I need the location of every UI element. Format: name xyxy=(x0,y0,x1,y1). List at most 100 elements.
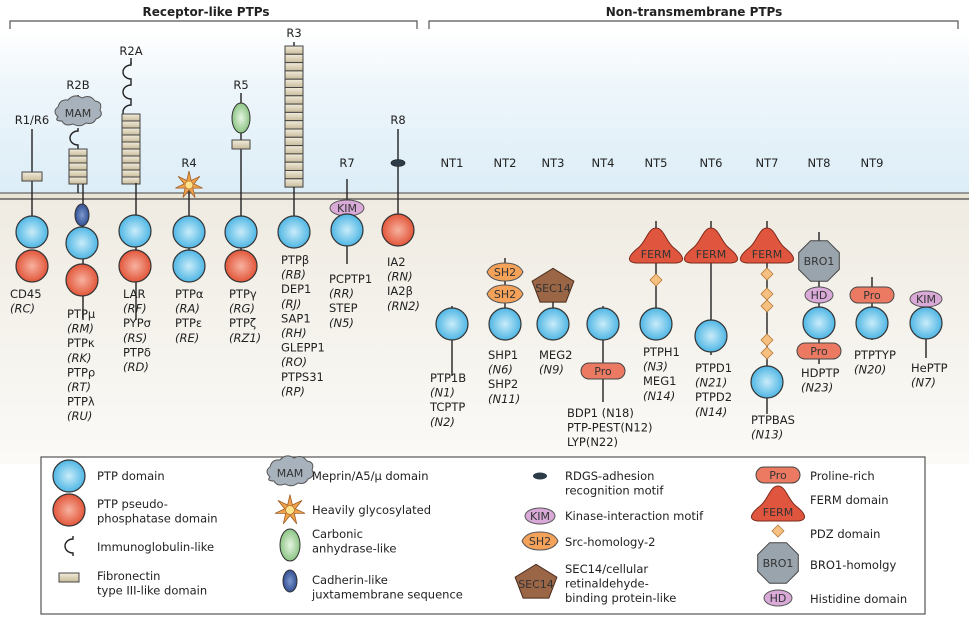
legend-label: Proline-rich xyxy=(810,469,875,483)
protein-name: (RD) xyxy=(123,360,149,374)
protein-name: (N14) xyxy=(695,405,727,419)
proline-rich-icon: Pro xyxy=(849,286,895,304)
family-label: R3 xyxy=(286,26,301,40)
sh2-domain-icon: SH2 xyxy=(486,262,524,282)
ptp-domain-icon xyxy=(15,215,49,249)
bracket-non-transmembrane xyxy=(428,20,959,29)
protein-name: HePTP xyxy=(911,361,948,375)
ptp-domain-icon xyxy=(330,213,364,247)
fibronectin-domain-icon xyxy=(68,162,88,171)
protein-name: PTPD2 xyxy=(695,390,732,404)
legend-label: Src-homology-2 xyxy=(565,535,655,549)
mam-domain-icon: MAM xyxy=(266,455,314,487)
legend-item-pseudo: PTP pseudo-phosphatase domain xyxy=(52,493,218,527)
mam-label: MAM xyxy=(65,107,92,120)
hd-shape xyxy=(763,589,793,607)
protein-names: PTPBAS(N13) xyxy=(751,413,795,442)
ferm-domain-icon: FERM xyxy=(629,227,683,264)
protein-name: MEG1 xyxy=(643,374,676,388)
protein-name: DEP1 xyxy=(281,282,311,296)
family-label: NT9 xyxy=(861,156,884,170)
histidine-domain-icon: HD xyxy=(763,589,793,607)
family-label: NT2 xyxy=(494,156,517,170)
fibronectin-domain-icon xyxy=(284,153,304,163)
protein-names: PTPH1(N3)MEG1(N14) xyxy=(643,345,680,403)
protein-name: (RR) xyxy=(329,287,354,301)
protein-name: PTP1B xyxy=(430,371,466,385)
proline-rich-icon: Pro xyxy=(755,466,801,484)
protein-name: LAR xyxy=(123,287,146,301)
protein-names: HDPTP(N23) xyxy=(801,366,839,395)
ptp-domain-icon xyxy=(855,306,889,340)
ptp-domain-icon xyxy=(802,306,836,340)
protein-name: (N2) xyxy=(430,415,455,429)
pro-shape xyxy=(849,286,895,304)
fibronectin-domain-icon xyxy=(68,176,88,185)
hd-shape xyxy=(804,286,834,304)
protein-name: PTPα xyxy=(175,287,204,301)
bro1-label: BRO1 xyxy=(763,557,794,570)
rdgs-motif-icon xyxy=(533,472,547,480)
family-label: R4 xyxy=(181,156,196,170)
protein-names: PTPD1(N21)PTPD2(N14) xyxy=(695,361,732,419)
legend-label: anhydrase-like xyxy=(312,542,396,556)
protein-name: PYPσ xyxy=(123,316,151,330)
legend-item-pro: Pro Proline-rich xyxy=(755,466,875,484)
glycosylation-icon xyxy=(175,170,203,198)
protein-name: (N13) xyxy=(751,428,783,442)
pseudophosphatase-domain-icon xyxy=(381,213,415,247)
ferm-label: FERM xyxy=(752,248,782,261)
kim-motif-icon: KIM xyxy=(909,290,943,308)
protein-name: (N20) xyxy=(854,363,886,377)
protein-name: CD45 xyxy=(10,287,42,301)
sh2-shape xyxy=(486,284,524,304)
ferm-shape xyxy=(629,227,683,264)
legend-label: Cadherin-like xyxy=(312,573,388,587)
fibronectin-domain-icon xyxy=(284,103,304,113)
ferm-domain-icon: FERM xyxy=(740,227,794,264)
protein-names: LAR(RF)PYPσ(RS)PTPδ(RD) xyxy=(123,287,151,374)
protein-name: PTPS31 xyxy=(281,370,324,384)
sec14-label: SEC14 xyxy=(535,282,571,295)
fibronectin-domain-icon xyxy=(68,148,88,157)
ptp-domain-icon xyxy=(435,307,469,341)
protein-name: LYP(N22) xyxy=(567,435,618,449)
legend-item-glyco: Heavily glycosylated xyxy=(274,494,431,525)
family-label: NT1 xyxy=(441,156,464,170)
protein-names: MEG2(N9) xyxy=(539,348,572,377)
bracket-receptor-like xyxy=(9,20,418,29)
family-label: R1/R6 xyxy=(15,113,50,127)
fibronectin-domain-icon xyxy=(121,134,141,143)
ptp-domain-icon xyxy=(65,226,99,260)
protein-structures: R1/R6CD45(RC)R2BMAMPTPμ(RM)PTPκ(RK)PTPρ(… xyxy=(10,26,948,449)
pro-shape xyxy=(796,342,842,360)
sh2-label: SH2 xyxy=(529,535,551,548)
legend-label: type III-like domain xyxy=(97,584,207,598)
ptp-domain-icon xyxy=(277,215,311,249)
protein-name: PTP-PEST(N12) xyxy=(567,421,653,435)
ptp-domain-icon xyxy=(586,307,620,341)
legend-label: Kinase-interaction motif xyxy=(565,509,704,523)
protein-name: PTPD1 xyxy=(695,361,732,375)
immunoglobulin-like-icon xyxy=(122,62,132,82)
family-label: NT4 xyxy=(592,156,615,170)
legend-label: Meprin/A5/μ domain xyxy=(312,469,428,483)
protein-name: STEP xyxy=(329,301,358,315)
protein-name: (N9) xyxy=(539,363,564,377)
protein-name: IA2 xyxy=(387,255,406,269)
sec14-shape xyxy=(514,563,558,599)
pseudophosphatase-domain-icon xyxy=(224,249,258,283)
protein-name: HDPTP xyxy=(801,366,839,380)
histidine-domain-icon: HD xyxy=(804,286,834,304)
fibronectin-domain-icon xyxy=(284,120,304,130)
protein-name: PTPTYP xyxy=(854,348,896,362)
immunoglobulin-like-icon xyxy=(69,128,79,148)
pdz-domain-icon xyxy=(760,267,774,281)
sec14-shape xyxy=(531,267,575,303)
